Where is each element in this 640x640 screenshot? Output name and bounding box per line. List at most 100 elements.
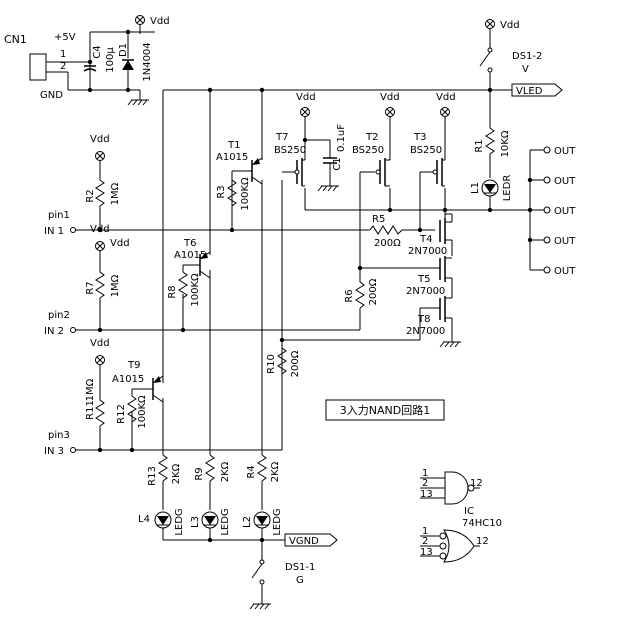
svg-text:IC: IC [464,506,474,517]
svg-text:LEDG: LEDG [272,508,283,535]
mosfet-t2: Vdd T2 BS250 [352,92,400,187]
svg-text:R8: R8 [167,285,178,298]
svg-text:Vdd: Vdd [90,224,110,235]
outputs: OUT OUT OUT OUT OUT [527,146,576,277]
svg-text:A1015: A1015 [174,250,206,261]
resistor-r10: R10 200Ω [266,347,301,377]
led-l4: L4 LEDG [138,508,185,535]
svg-text:T8: T8 [417,314,430,325]
resistor-r1: R1 10KΩ [474,90,511,178]
svg-text:R11: R11 [85,400,96,420]
connector-label: CN1 [4,33,27,46]
capacitor-c4: C4 100μ [83,45,116,78]
svg-text:R9: R9 [194,467,205,480]
svg-text:C4: C4 [92,45,103,58]
input-1: Vdd R2 1MΩ pin1 IN 1 [44,134,121,237]
svg-text:R3: R3 [216,185,227,198]
svg-text:100KΩ: 100KΩ [240,177,251,211]
svg-text:Vdd: Vdd [150,16,170,27]
ds1-1-switch: DS1-1 G [249,559,315,610]
svg-text:2N7000: 2N7000 [406,326,445,337]
svg-text:74HC10: 74HC10 [462,518,502,529]
svg-text:DS1-2: DS1-2 [512,51,542,62]
svg-text:2: 2 [422,536,428,547]
mosfet-t4: T4 2N7000 [408,213,453,257]
out-label: OUT [554,206,576,217]
svg-text:Vdd: Vdd [90,134,110,145]
vgnd-label: VGND [284,533,338,547]
svg-text:13: 13 [420,489,433,500]
page-title: 3入力NAND回路1 [340,404,430,417]
svg-text:C1: C1 [332,157,343,170]
svg-text:R7: R7 [85,281,96,294]
vled-label: VLED [511,83,563,97]
svg-text:1MΩ: 1MΩ [110,274,121,297]
svg-text:Vdd: Vdd [296,92,316,103]
svg-text:1MΩ: 1MΩ [110,182,121,205]
connector-cn1: CN1 +5V 1 2 GND [4,32,90,101]
led-l2: L2 LEDG [242,508,283,535]
connector-pin2: 2 [60,61,66,72]
svg-text:1: 1 [422,468,428,479]
input-3: Vdd R11 1MΩ pin3 IN 3 [44,338,110,457]
svg-text:T3: T3 [413,132,426,143]
svg-text:100KΩ: 100KΩ [137,395,148,429]
led-l1: L1 LEDR [470,175,513,210]
svg-text:IN 3: IN 3 [44,446,64,457]
diode-d1: D1 1N4004 [118,32,153,90]
capacitor-c1: C1 0.1uF [302,124,347,192]
resistor-r3: R3 100KΩ [216,171,251,211]
svg-text:12: 12 [476,536,489,547]
svg-text:BS250: BS250 [352,145,384,156]
mosfet-t7: Vdd T7 BS250 [274,92,316,187]
vdd-symbol: Vdd [135,15,170,35]
svg-text:IN 2: IN 2 [44,326,64,337]
svg-text:T6: T6 [183,238,196,249]
svg-text:2N7000: 2N7000 [406,286,445,297]
svg-text:T5: T5 [417,274,430,285]
svg-text:2N7000: 2N7000 [408,246,447,257]
transistor-t1: T1 A1015 [216,140,263,185]
out-label: OUT [554,266,576,277]
svg-text:100μ: 100μ [105,47,116,73]
svg-text:T9: T9 [127,360,140,371]
svg-text:2KΩ: 2KΩ [220,461,231,482]
svg-text:R10: R10 [266,354,277,374]
svg-text:LEDG: LEDG [174,508,185,535]
svg-text:T2: T2 [365,132,378,143]
svg-text:pin3: pin3 [48,430,70,441]
power-rails [68,29,155,93]
svg-text:A1015: A1015 [216,152,248,163]
svg-text:A1015: A1015 [112,374,144,385]
svg-text:D1: D1 [118,43,129,57]
connector-voltage: +5V [54,32,76,43]
svg-text:0.1uF: 0.1uF [336,124,347,152]
svg-text:V: V [522,64,529,75]
nand-gate-demorgan-symbol: 1 2 13 12 [420,526,489,563]
svg-text:200Ω: 200Ω [368,278,379,305]
svg-text:IN 1: IN 1 [44,226,64,237]
svg-text:1N4004: 1N4004 [142,42,153,81]
svg-text:R13: R13 [147,466,158,486]
svg-text:10KΩ: 10KΩ [500,130,511,157]
led-l3: L3 LEDG [190,508,231,535]
svg-text:12: 12 [470,478,483,489]
svg-text:2: 2 [422,478,428,489]
resistor-r8: R8 100KΩ [167,265,201,307]
svg-text:G: G [296,575,304,586]
svg-text:L4: L4 [138,514,150,525]
svg-text:200Ω: 200Ω [374,238,401,249]
svg-text:BS250: BS250 [274,145,306,156]
svg-text:L3: L3 [190,516,201,528]
resistor-r6: R6 200Ω [344,275,379,330]
svg-text:DS1-1: DS1-1 [285,562,315,573]
svg-text:pin2: pin2 [48,310,70,321]
svg-text:R2: R2 [85,189,96,202]
svg-text:R1: R1 [474,139,485,152]
transistor-t6: T6 A1015 [174,238,211,279]
svg-text:Vdd: Vdd [436,92,456,103]
svg-text:T1: T1 [227,140,240,151]
resistor-r12: R12 100KΩ [116,389,148,429]
nand-gate-symbol: 1 2 13 12 IC 74HC10 [420,468,502,529]
svg-text:L1: L1 [470,182,481,194]
